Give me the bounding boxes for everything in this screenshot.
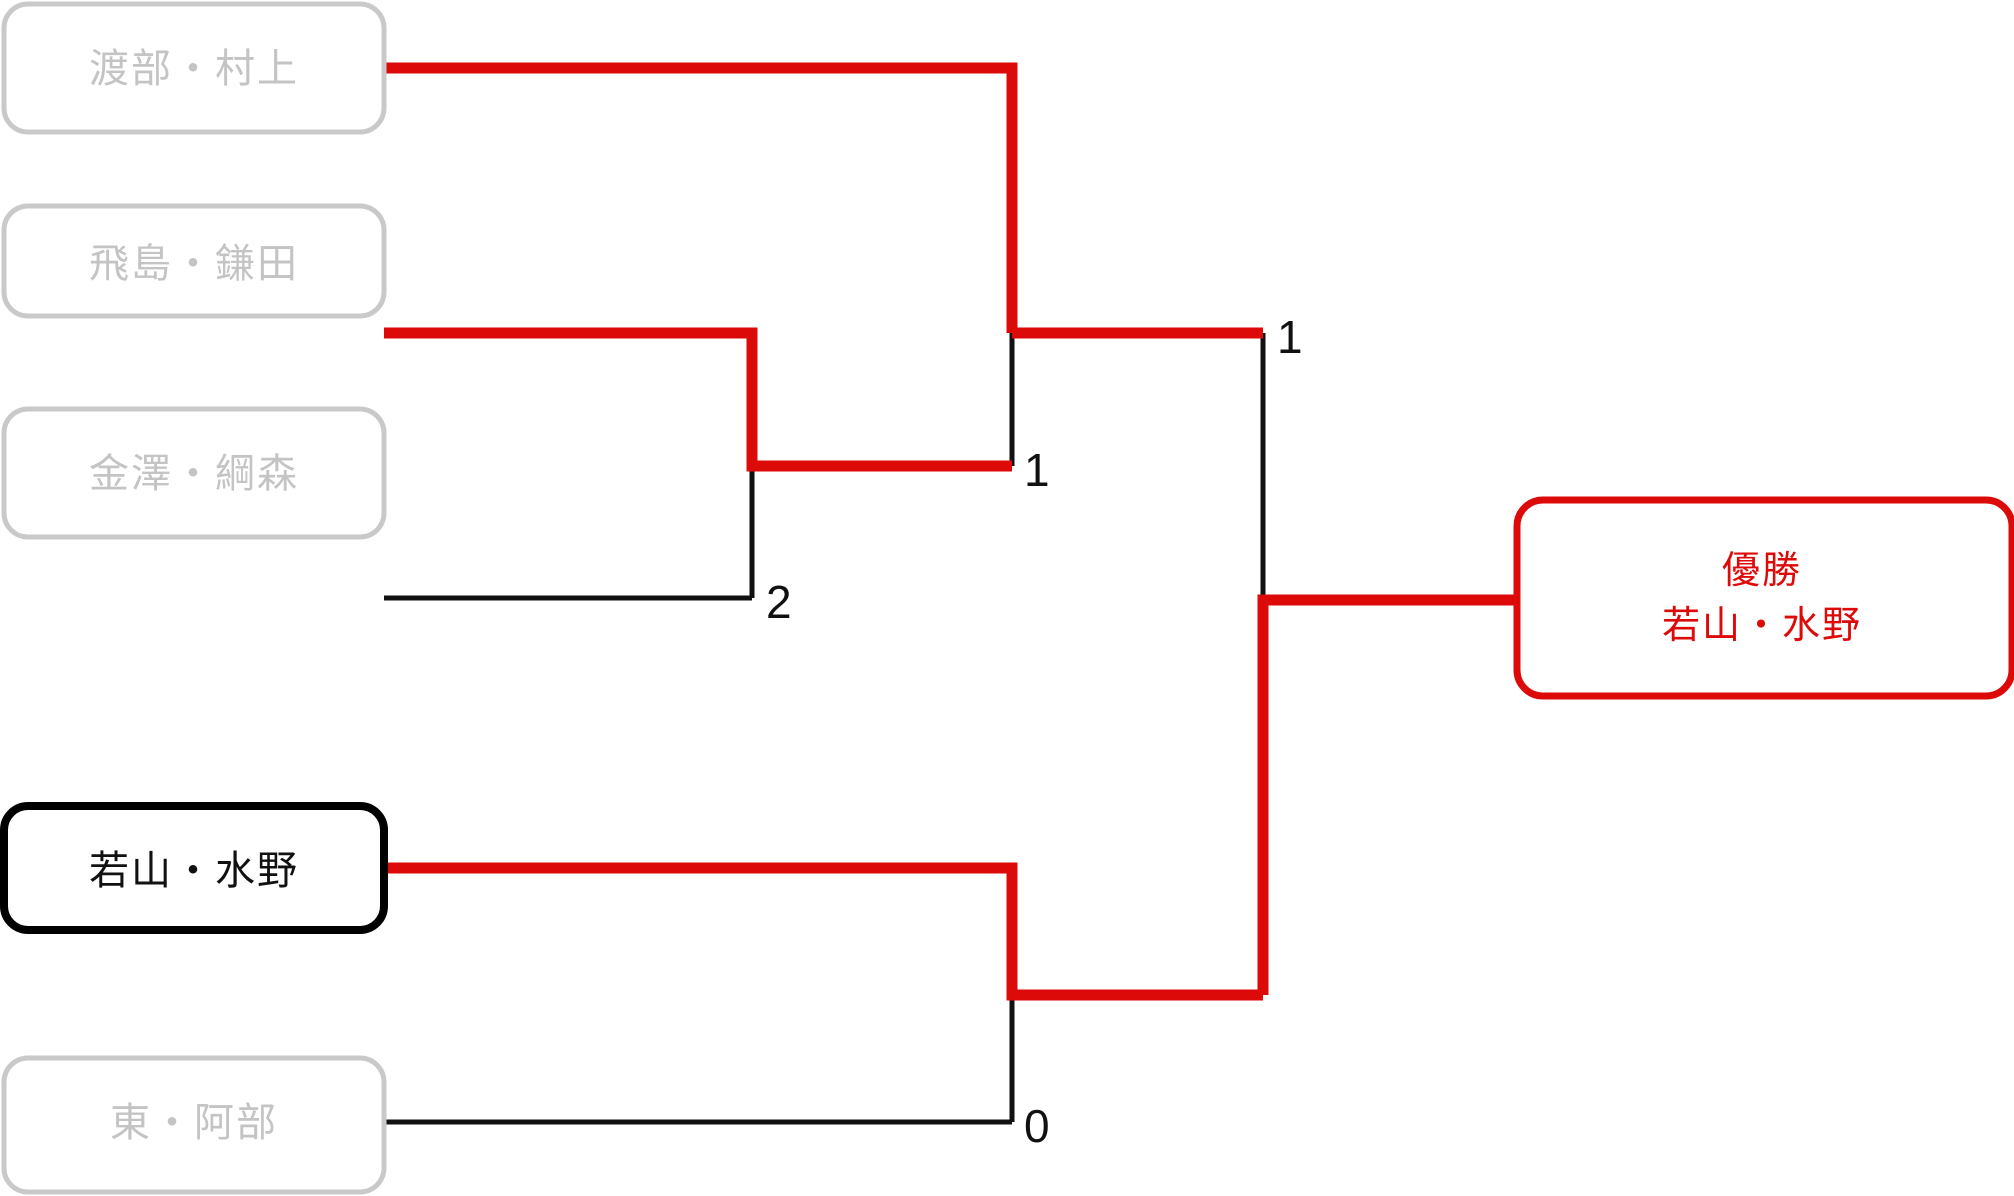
team-box-outline [1,1,387,135]
team-name: 金澤・綱森 [89,452,299,496]
team-name: 飛島・鎌田 [89,242,299,286]
line-final-winner [1257,594,1520,995]
team-name: 東・阿部 [110,1101,278,1145]
team-box-outline [1,203,387,319]
champion-name: 若山・水野 [1662,605,1862,647]
champion-box-outline [1513,496,2014,700]
team-box-watanabe-murakami[interactable]: 渡部・村上 [1,1,387,135]
line-watanabe-winner [384,62,1018,333]
score-r1-lower: 2 [766,576,792,628]
team-box-kanazawa-tsunamori[interactable]: 金澤・綱森 [1,406,387,540]
team-box-tobishima-kamata[interactable]: 飛島・鎌田 [1,203,387,319]
line-tobishima-winner [384,327,1012,472]
champion-title: 優勝 [1722,550,1802,592]
champion-box[interactable]: 優勝 若山・水野 [1513,496,2014,700]
team-box-outline [1,406,387,540]
team-name: 若山・水野 [89,849,299,893]
score-semifinal-lower: 0 [1024,1100,1050,1152]
team-box-outline [1,1055,387,1195]
team-name: 渡部・村上 [89,47,299,91]
team-box-outline [0,802,388,934]
score-r2-lower: 1 [1024,444,1050,496]
team-box-wakayama-mizuno[interactable]: 若山・水野 [0,802,388,934]
line-wakayama-winner [384,862,1263,1001]
score-semifinal-upper: 1 [1277,311,1303,363]
team-box-higashi-abe[interactable]: 東・阿部 [1,1055,387,1195]
connector-lines [384,62,1520,1125]
